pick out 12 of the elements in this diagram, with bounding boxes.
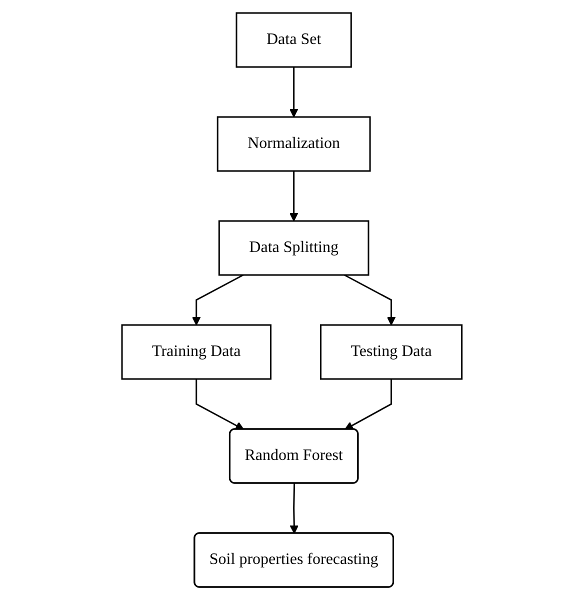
- node-box: Testing Data: [320, 324, 463, 380]
- arrow: [290, 482, 299, 534]
- arrow: [290, 170, 298, 221]
- node-box: Training Data: [121, 324, 272, 380]
- node-box: Data Set: [236, 12, 352, 68]
- node-box: Normalization: [216, 116, 371, 172]
- arrow: [290, 66, 298, 117]
- arrow: [192, 274, 244, 325]
- arrow: [344, 378, 392, 430]
- arrow: [196, 378, 244, 430]
- node-box: Data Splitting: [218, 220, 370, 276]
- arrow: [344, 274, 396, 325]
